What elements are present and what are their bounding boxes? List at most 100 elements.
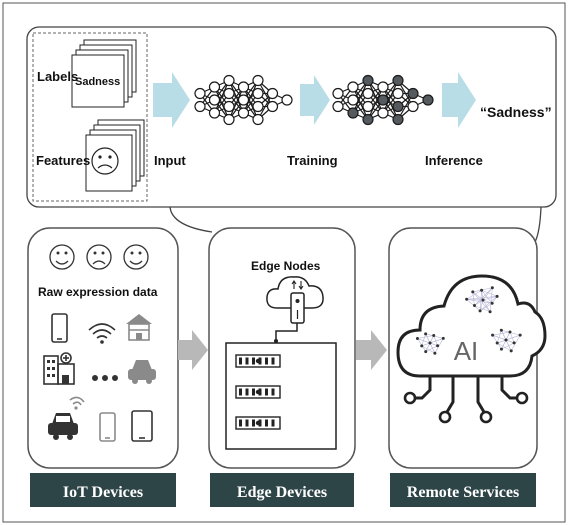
network-node xyxy=(252,100,264,113)
mesh-node xyxy=(490,286,494,290)
mesh-node xyxy=(490,301,494,305)
server-light xyxy=(255,389,261,395)
wifi-icon xyxy=(88,323,116,344)
mesh-node xyxy=(481,298,485,302)
training-label: Training xyxy=(287,153,338,168)
network-node xyxy=(347,107,359,119)
mesh-edge xyxy=(421,345,436,354)
mesh-edge xyxy=(509,331,515,344)
mesh-node xyxy=(504,338,508,342)
mesh-edge xyxy=(481,290,493,304)
network-node xyxy=(392,74,404,87)
network-node xyxy=(223,87,235,100)
mesh-edge xyxy=(489,287,493,312)
mesh-node xyxy=(495,341,499,345)
mesh-node xyxy=(428,341,432,345)
mesh-node xyxy=(478,309,482,313)
signal-icon xyxy=(69,396,85,410)
training-panel-box xyxy=(26,26,557,208)
server-slot xyxy=(245,357,249,365)
mesh-edge xyxy=(497,339,507,344)
network-node xyxy=(392,113,404,126)
mesh-edge xyxy=(505,334,521,341)
edge-footer-banner xyxy=(210,473,354,507)
mesh-edge xyxy=(417,335,434,339)
mesh-edge xyxy=(425,333,431,344)
server-slot xyxy=(239,357,242,365)
raw-expression-data-label: Raw expression data xyxy=(38,285,158,299)
server-slot xyxy=(271,357,275,365)
mesh-node xyxy=(518,333,522,337)
mesh-edge xyxy=(466,296,498,300)
network-node xyxy=(252,74,264,87)
inference-arrow xyxy=(442,72,476,128)
iot-devices-panel: Raw expression data xyxy=(27,227,179,507)
server-slot xyxy=(271,388,275,396)
input-arrow xyxy=(153,72,190,128)
mesh-edge xyxy=(466,298,484,301)
mesh-node xyxy=(495,294,499,298)
mesh-edge xyxy=(472,291,491,312)
iot-to-edge-arrow xyxy=(178,330,208,370)
mesh-edge xyxy=(429,338,444,344)
mesh-node xyxy=(509,349,513,353)
network-node xyxy=(266,87,279,100)
network-node xyxy=(362,100,374,113)
sadness-card-label: Sadness xyxy=(75,76,120,88)
sad-face-icon xyxy=(91,147,119,175)
store-icon xyxy=(126,314,152,341)
mesh-edge xyxy=(425,345,438,352)
network-edge xyxy=(382,80,399,114)
car-icon xyxy=(128,360,156,384)
mesh-node xyxy=(471,290,475,294)
training-panel: Sadness Labels Features Input Training I… xyxy=(26,26,557,243)
more-dots-icon xyxy=(92,375,118,381)
labels-card-stack: Sadness xyxy=(71,39,137,108)
mesh-node xyxy=(508,330,512,334)
mesh-edge xyxy=(481,290,484,301)
network-node xyxy=(332,87,344,100)
server-rack-icon xyxy=(225,342,337,450)
tablet-icon xyxy=(131,410,153,442)
mesh-edge xyxy=(501,330,507,341)
neural-network-untrained xyxy=(194,74,293,126)
mesh-edge xyxy=(482,299,491,312)
ai-label: AI xyxy=(454,336,479,366)
remote-footer-banner xyxy=(390,473,536,507)
network-node xyxy=(237,107,250,119)
network-node xyxy=(362,113,374,126)
mesh-edge xyxy=(482,299,493,304)
mesh-node xyxy=(499,328,503,332)
network-node xyxy=(347,94,359,106)
network-node xyxy=(392,87,404,100)
cloud-router-icon xyxy=(266,276,324,343)
mesh-node xyxy=(424,350,428,354)
mesh-edge xyxy=(492,331,511,336)
mesh-edge xyxy=(505,339,512,352)
edge-to-remote-arrow xyxy=(356,330,387,370)
server-light xyxy=(255,420,261,426)
features-card-stack xyxy=(85,119,145,192)
network-node xyxy=(332,100,344,113)
server-slot xyxy=(265,357,268,365)
network-node xyxy=(407,100,419,113)
network-edge xyxy=(352,80,369,114)
features-label: Features xyxy=(36,153,90,168)
mesh-edge xyxy=(466,290,482,300)
mesh-edge xyxy=(501,342,515,350)
mesh-node xyxy=(441,336,445,340)
mesh-edge xyxy=(510,334,521,352)
happy-face-icon xyxy=(123,244,149,270)
mesh-node xyxy=(480,288,484,292)
mesh-node xyxy=(415,336,419,340)
edge-nodes-label: Edge Nodes xyxy=(251,259,321,273)
mesh-edge xyxy=(501,339,507,350)
network-node xyxy=(392,100,404,113)
car-icon xyxy=(48,413,78,440)
labels-label: Labels xyxy=(37,69,78,84)
network-node xyxy=(223,113,235,126)
mesh-edge xyxy=(472,291,484,301)
server-slot xyxy=(252,419,255,427)
network-edge xyxy=(242,80,259,114)
iot-footer-banner xyxy=(30,473,176,507)
